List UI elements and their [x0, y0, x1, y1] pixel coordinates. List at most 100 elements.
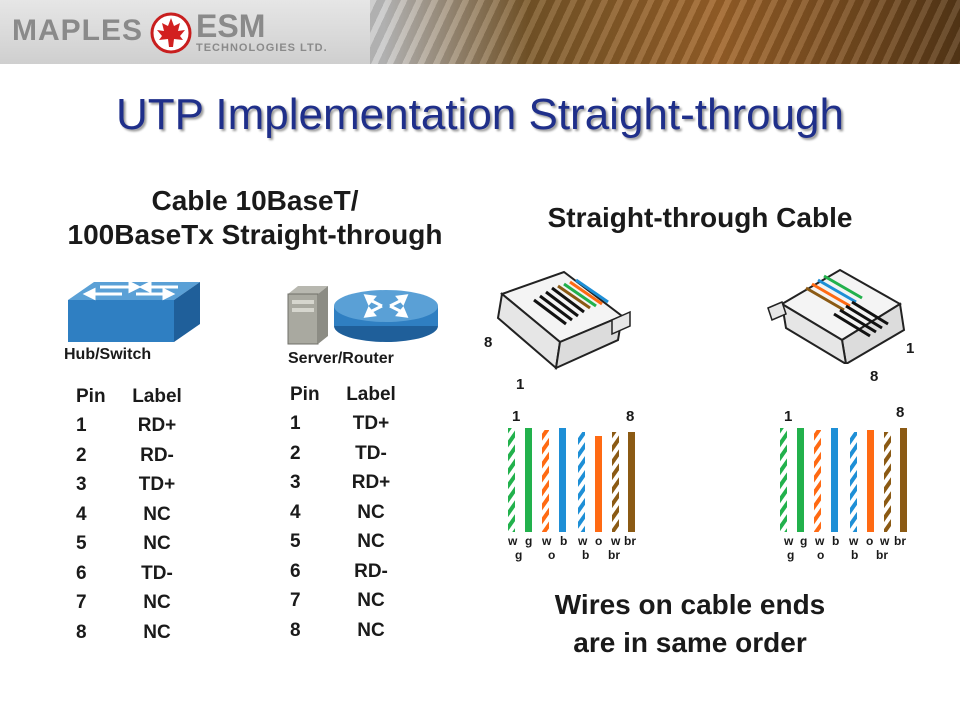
wire-white-orange — [542, 430, 549, 532]
table-row: 3 RD+ — [290, 469, 406, 499]
pin-label: NC — [357, 501, 385, 523]
wire-brown — [628, 432, 635, 532]
pin-number: 4 — [290, 501, 301, 523]
pin-label: NC — [143, 533, 171, 555]
wires-note: Wires on cable ends are in same order — [500, 586, 880, 662]
pin-number: 3 — [290, 472, 301, 494]
pin-number: 1 — [76, 415, 87, 437]
right-heading: Straight-through Cable — [547, 202, 853, 233]
pin-number: 2 — [76, 444, 87, 466]
wire-set-right — [780, 428, 907, 532]
header-banner: MAPLES ESM TECHNOLOGIES LTD. — [0, 0, 960, 64]
wire-top-label: g — [525, 534, 533, 548]
wire-white-orange — [814, 430, 821, 532]
wire-top-label: w — [578, 534, 588, 548]
logo-tech-text: TECHNOLOGIES LTD. — [196, 42, 328, 54]
hub-switch-icon — [68, 280, 200, 342]
wire-top-label: w — [542, 534, 552, 548]
banner-decoration — [370, 0, 960, 64]
wire-top-label: br — [624, 534, 636, 548]
wire-right-first: 1 — [784, 408, 793, 425]
wire-white-blue — [578, 432, 585, 532]
server-router-icon — [287, 286, 438, 345]
wire-green — [797, 428, 804, 532]
wire-bottom-label: o — [548, 548, 556, 562]
wire-top-label: w — [508, 534, 518, 548]
pin-label: NC — [357, 619, 385, 641]
wire-bottom-label: o — [817, 548, 825, 562]
wire-white-green — [508, 428, 515, 532]
logo-esm-text: ESM — [196, 8, 266, 44]
table-row: 7 NC — [76, 589, 192, 619]
wire-top-label: g — [800, 534, 808, 548]
wire-top-label: br — [894, 534, 906, 548]
wire-green — [525, 428, 532, 532]
pin-number: 5 — [76, 533, 87, 555]
table-row: 6 TD- — [76, 559, 192, 589]
pin-number: 6 — [76, 562, 87, 584]
wire-bottom-label: g — [515, 548, 523, 562]
wire-top-label: w — [815, 534, 825, 548]
wire-right-last: 8 — [896, 404, 905, 421]
connector-left-pin-a: 8 — [484, 334, 493, 351]
wire-bottom-label: br — [608, 548, 620, 562]
wire-top-label: o — [595, 534, 603, 548]
label-column-header: Label — [346, 383, 396, 405]
wire-top-label: w — [849, 534, 859, 548]
wire-left-last: 8 — [626, 408, 635, 425]
table-header-row: Pin Label — [76, 382, 192, 412]
pin-label: RD+ — [137, 415, 177, 437]
pin-label: NC — [357, 590, 385, 612]
wires-note-line-2: are in same order — [573, 627, 807, 658]
wire-top-label: w — [611, 534, 621, 548]
pin-label: TD- — [355, 442, 387, 464]
table-row: 1 RD+ — [76, 412, 192, 442]
wire-top-label: w — [880, 534, 890, 548]
table-row: 5 NC — [290, 528, 406, 558]
pin-number: 7 — [76, 592, 87, 614]
rj45-connector-left — [496, 270, 631, 370]
pin-label: TD- — [141, 562, 173, 584]
hub-switch-label: Hub/Switch — [64, 346, 152, 363]
wire-set-left — [508, 428, 635, 532]
wire-white-green — [780, 428, 787, 532]
left-heading-line-1: Cable 10BaseT/ — [151, 185, 359, 216]
wire-brown — [900, 428, 907, 532]
wire-bottom-label: br — [876, 548, 888, 562]
wire-white-blue — [850, 432, 857, 532]
pin-label: NC — [143, 592, 171, 614]
pin-number: 1 — [290, 413, 301, 435]
pin-number: 4 — [76, 503, 87, 525]
wire-left-first: 1 — [512, 408, 521, 425]
pin-number: 3 — [76, 474, 87, 496]
page-title: UTP Implementation Straight-through — [116, 90, 844, 139]
left-heading-line-2: 100BaseTx Straight-through — [67, 219, 443, 250]
table-header-row: Pin Label — [290, 380, 406, 410]
logo-maples-text: MAPLES — [12, 14, 144, 47]
pin-label: TD+ — [138, 474, 176, 496]
rj45-connector-right — [767, 268, 906, 364]
wire-top-label: b — [832, 534, 840, 548]
table-row: 4 NC — [290, 498, 406, 528]
pin-label: RD- — [140, 444, 174, 466]
connector-right-pin-b: 8 — [870, 368, 879, 385]
left-heading: Cable 10BaseT/ 100BaseTx Straight-throug… — [20, 184, 490, 252]
pin-label: NC — [357, 531, 385, 553]
pin-column-header: Pin — [76, 385, 106, 407]
connector-right-pin-a: 1 — [906, 340, 915, 357]
pin-number: 5 — [290, 531, 301, 553]
maple-leaf-icon — [150, 12, 192, 54]
wire-blue — [831, 428, 838, 532]
pin-number: 8 — [76, 621, 87, 643]
pin-label: RD+ — [351, 472, 391, 494]
wire-bottom-label: b — [851, 548, 859, 562]
pin-number: 6 — [290, 560, 301, 582]
